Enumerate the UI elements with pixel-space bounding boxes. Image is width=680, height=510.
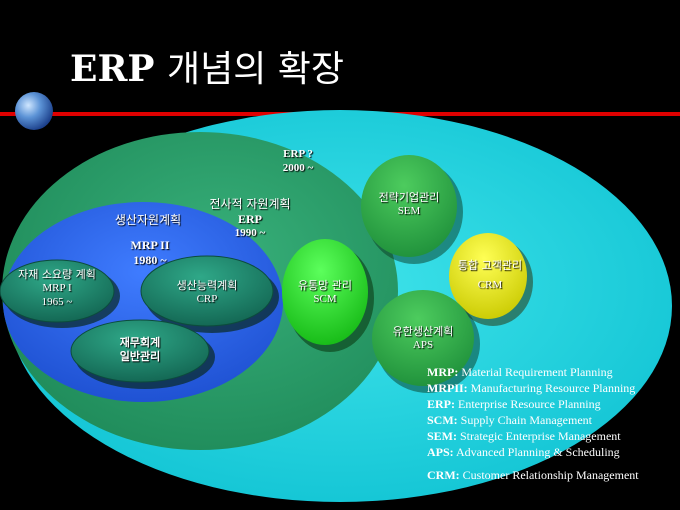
mrp2-era: 1980 ~ [133, 253, 167, 267]
crp-label: 생산능력계획 CRP [160, 279, 254, 307]
finance-node [70, 319, 210, 383]
finance-line2: 일반관리 [119, 349, 161, 363]
crm-korean: 통합 고객관리 [457, 259, 523, 272]
title-korean: 개념의 확장 [166, 49, 345, 90]
erp-label: 전사적 자원계획 ERP 1990 ~ [190, 197, 310, 241]
legend-item-crm: CRM: Customer Relationship Management [427, 468, 639, 482]
mrp1-korean: 자재 소요량 계획 [18, 268, 96, 281]
title-latin: ERP [70, 48, 155, 90]
erp-future-label: ERP ? 2000 ~ [268, 148, 328, 176]
globe-icon [15, 92, 53, 130]
legend-item-erp: ERP: Enterprise Resource Planning [427, 397, 601, 411]
crp-node [140, 255, 274, 327]
finance-line1: 재무회계 [119, 336, 161, 349]
erp-future-name: ERP ? [283, 148, 313, 160]
scm-name: SCM [313, 292, 337, 305]
sem-name: SEM [397, 204, 421, 217]
scm-node [282, 239, 368, 345]
legend-item-aps: APS: Advanced Planning & Scheduling [427, 445, 620, 459]
mrp1-node [0, 259, 115, 323]
aps-node [372, 290, 474, 386]
mrp1-label: 자재 소요량 계획 MRP I 1965 ~ [5, 268, 109, 309]
sem-node [361, 155, 457, 257]
page-title: ERP 개념의 확장 [70, 40, 344, 92]
abbreviation-legend: MRP: Material Requirement Planning MRPII… [427, 364, 639, 483]
legend-item-mrpii: MRPII: Manufacturing Resource Planning [427, 381, 636, 395]
sem-label: 전략기업관리 SEM [370, 191, 448, 219]
crp-korean: 생산능력계획 [176, 279, 238, 292]
mrp2-label: MRP II 1980 ~ [110, 238, 190, 268]
scm-label: 유통망 관리 SCM [288, 279, 362, 307]
aps-korean: 유한생산계획 [392, 325, 454, 338]
erp-name: ERP [238, 212, 262, 226]
mrp2-name: MRP II [130, 238, 170, 252]
legend-item-mrp: MRP: Material Requirement Planning [427, 365, 613, 379]
scm-korean: 유통망 관리 [297, 279, 353, 292]
aps-name: APS [412, 338, 434, 351]
crm-node [449, 233, 527, 319]
erp-era: 1990 ~ [234, 227, 266, 239]
crp-name: CRP [196, 292, 218, 305]
erp-future-era: 2000 ~ [282, 161, 314, 174]
finance-label: 재무회계 일반관리 [100, 336, 180, 364]
mrp2-korean: 생산자원계획 [114, 213, 182, 227]
aps-label: 유한생산계획 APS [384, 325, 462, 353]
erp-korean: 전사적 자원계획 [209, 197, 291, 211]
mrp1-era: 1965 ~ [41, 295, 73, 308]
crm-name: CRM [477, 279, 503, 291]
sem-korean: 전략기업관리 [378, 191, 440, 204]
legend-item-scm: SCM: Supply Chain Management [427, 413, 592, 427]
mrp1-name: MRP I [42, 281, 72, 294]
legend-item-sem: SEM: Strategic Enterprise Management [427, 429, 621, 443]
